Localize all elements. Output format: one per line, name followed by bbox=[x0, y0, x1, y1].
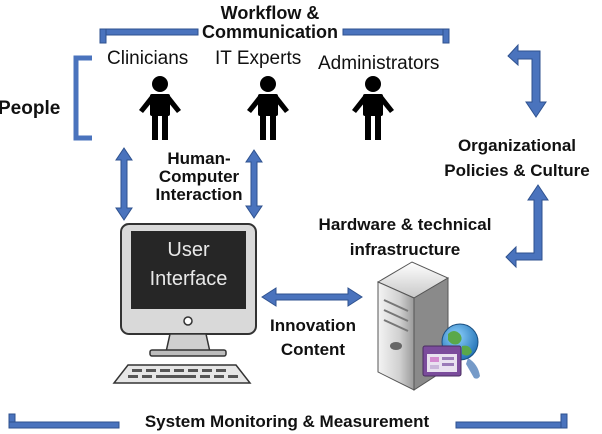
people-bracket bbox=[73, 55, 92, 141]
workflow-line-2: Communication bbox=[201, 21, 338, 42]
system-monitoring-label: System Monitoring & Measurement bbox=[144, 412, 430, 431]
arrow-workflow-to-org bbox=[507, 43, 547, 118]
role-administrators: Administrators bbox=[318, 53, 440, 74]
person-icon-clinicians bbox=[139, 76, 181, 140]
screen-line-2: Interface bbox=[149, 268, 228, 290]
org-line-2: Policies & Culture bbox=[444, 160, 590, 180]
org-policies-label: Organizational Policies & Culture bbox=[432, 134, 602, 183]
innovation-line-2: Content bbox=[280, 339, 346, 359]
hci-line-2: Computer bbox=[158, 166, 240, 186]
server-icon bbox=[376, 261, 450, 391]
innovation-content-label: Innovation Content bbox=[258, 314, 368, 362]
org-line-1: Organizational bbox=[457, 136, 577, 155]
workflow-communication-label: Workflow & Communication bbox=[195, 4, 345, 42]
workflow-bracket bbox=[99, 28, 450, 44]
screen-line-1: User bbox=[167, 239, 210, 261]
innovation-line-1: Innovation bbox=[270, 316, 356, 335]
arrow-org-to-hardware bbox=[505, 184, 549, 269]
app-window-icon bbox=[422, 345, 462, 377]
hardware-line-2: infrastructure bbox=[349, 239, 461, 259]
hardware-line-1: Hardware & technical bbox=[318, 215, 492, 234]
arrow-it-to-ui bbox=[245, 149, 263, 219]
hardware-label: Hardware & technical infrastructure bbox=[300, 213, 510, 262]
arrow-ui-to-hardware bbox=[261, 287, 363, 307]
hci-line-1: Human- bbox=[167, 149, 231, 168]
user-interface-screen-label: User Interface bbox=[131, 236, 246, 294]
arrow-clinicians-to-ui bbox=[115, 147, 133, 221]
workflow-line-1: Workflow & bbox=[220, 3, 320, 23]
person-icon-administrators bbox=[352, 76, 394, 140]
people-label: People bbox=[0, 98, 61, 119]
computer-icon bbox=[112, 223, 257, 384]
hci-label: Human- Computer Interaction bbox=[140, 150, 258, 204]
role-clinicians: Clinicians bbox=[107, 48, 189, 69]
hci-line-3: Interaction bbox=[155, 184, 243, 204]
monitoring-bracket bbox=[8, 413, 568, 429]
role-it-experts: IT Experts bbox=[215, 48, 302, 69]
person-icon-it-experts bbox=[247, 76, 289, 140]
